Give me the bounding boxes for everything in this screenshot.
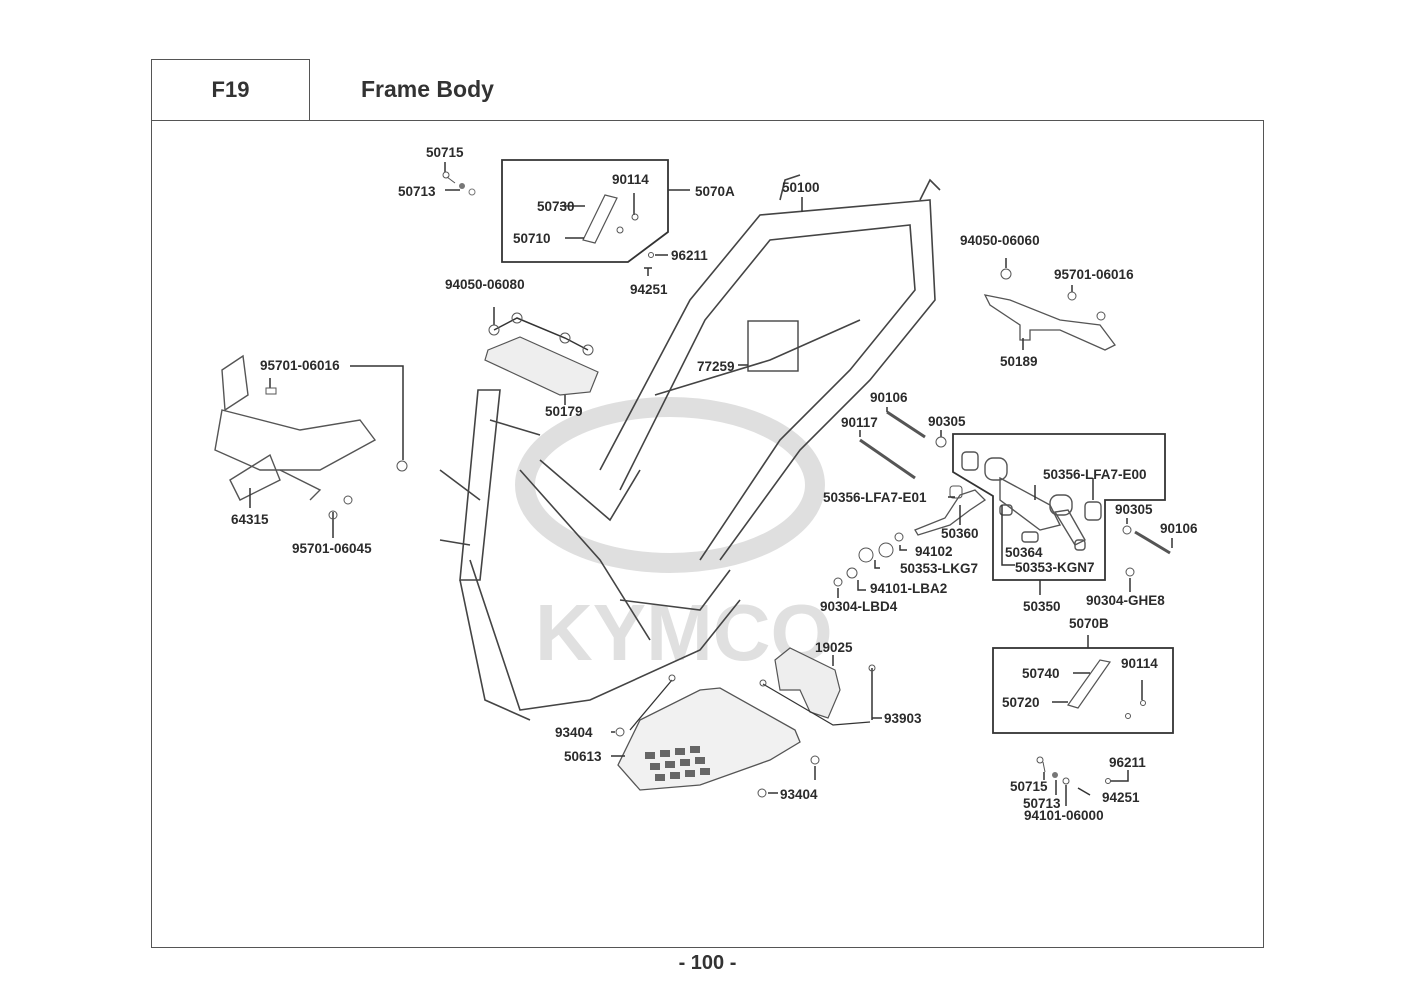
part-label: 50715 [426, 145, 464, 160]
main-frame-drawing [439, 174, 941, 721]
page-title: Frame Body [361, 76, 494, 102]
part-label: 94101-06000 [1024, 808, 1104, 823]
kit-box-5070B [992, 647, 1174, 734]
part-label: 50189 [1000, 354, 1038, 369]
part-label: 94101-LBA2 [870, 581, 948, 596]
section-code: F19 [151, 59, 309, 120]
part-label: 90304-GHE8 [1086, 593, 1165, 608]
part-label: 50353-KGN7 [1015, 560, 1095, 575]
kit-label: 5070A [695, 184, 735, 199]
part-label: 94102 [915, 544, 953, 559]
part-19025-cover [774, 647, 841, 719]
part-label: 90305 [928, 414, 966, 429]
part-label: 94251 [1102, 790, 1140, 805]
part-label: 95701-06045 [292, 541, 372, 556]
part-label: 50364 [1005, 545, 1043, 560]
part-label: 93404 [780, 787, 818, 802]
part-label: 90106 [1160, 521, 1198, 536]
part-label: 94251 [630, 282, 668, 297]
vent-slots [645, 746, 710, 781]
part-label: 50713 [1023, 796, 1061, 811]
part-label: 93903 [884, 711, 922, 726]
part-label: 93404 [555, 725, 593, 740]
part-label: 96211 [1109, 755, 1146, 770]
part-50720-stand [1067, 659, 1112, 709]
part-50730-stand [582, 194, 618, 244]
part-label: 50730 [537, 199, 575, 214]
part-label: 90305 [1115, 502, 1153, 517]
kit-box-5070A [501, 159, 669, 263]
part-label: 64315 [231, 512, 269, 527]
page-number: - 100 - [678, 952, 737, 974]
part-label: 90114 [1121, 656, 1158, 671]
part-label: 90114 [612, 172, 649, 187]
part-label: 50710 [513, 231, 551, 246]
part-50350-linkage [961, 451, 1102, 551]
part-50179-bracket [484, 336, 599, 396]
part-label: 94050-06060 [960, 233, 1040, 248]
part-50360-arm [914, 489, 987, 536]
part-label: 50100 [782, 180, 820, 195]
part-label: 90117 [841, 415, 878, 430]
part-label: 90304-LBD4 [820, 599, 898, 614]
kymco-watermark-logo [515, 397, 825, 573]
header-divider [309, 59, 310, 121]
part-label: 50360 [941, 526, 979, 541]
part-64315-subframe [214, 354, 377, 501]
part-label: 94050-06080 [445, 277, 525, 292]
part-label: 50720 [1002, 695, 1040, 710]
part-77259-plate [747, 320, 799, 372]
part-label: 50713 [398, 184, 436, 199]
part-label: 50356-LFA7-E00 [1043, 467, 1147, 482]
part-50613-undercover [617, 687, 801, 791]
part-label: 19025 [815, 640, 853, 655]
part-50189-bracket [983, 294, 1116, 351]
part-label: 90106 [870, 390, 908, 405]
part-label: 50613 [564, 749, 602, 764]
part-label: 50356-LFA7-E01 [823, 490, 927, 505]
part-label: 95701-06016 [1054, 267, 1134, 282]
diagram-frame [151, 120, 1264, 948]
part-label: 77259 [697, 359, 735, 374]
kit-box-50350 [952, 433, 1166, 581]
part-label: 50353-LKG7 [900, 561, 979, 576]
part-label: 50715 [1010, 779, 1048, 794]
part-label: 96211 [671, 248, 708, 263]
part-label: 95701-06016 [260, 358, 340, 373]
part-label: 50179 [545, 404, 583, 419]
kit-label: 50350 [1023, 599, 1061, 614]
part-label: 50740 [1022, 666, 1060, 681]
kit-label: 5070B [1069, 616, 1109, 631]
